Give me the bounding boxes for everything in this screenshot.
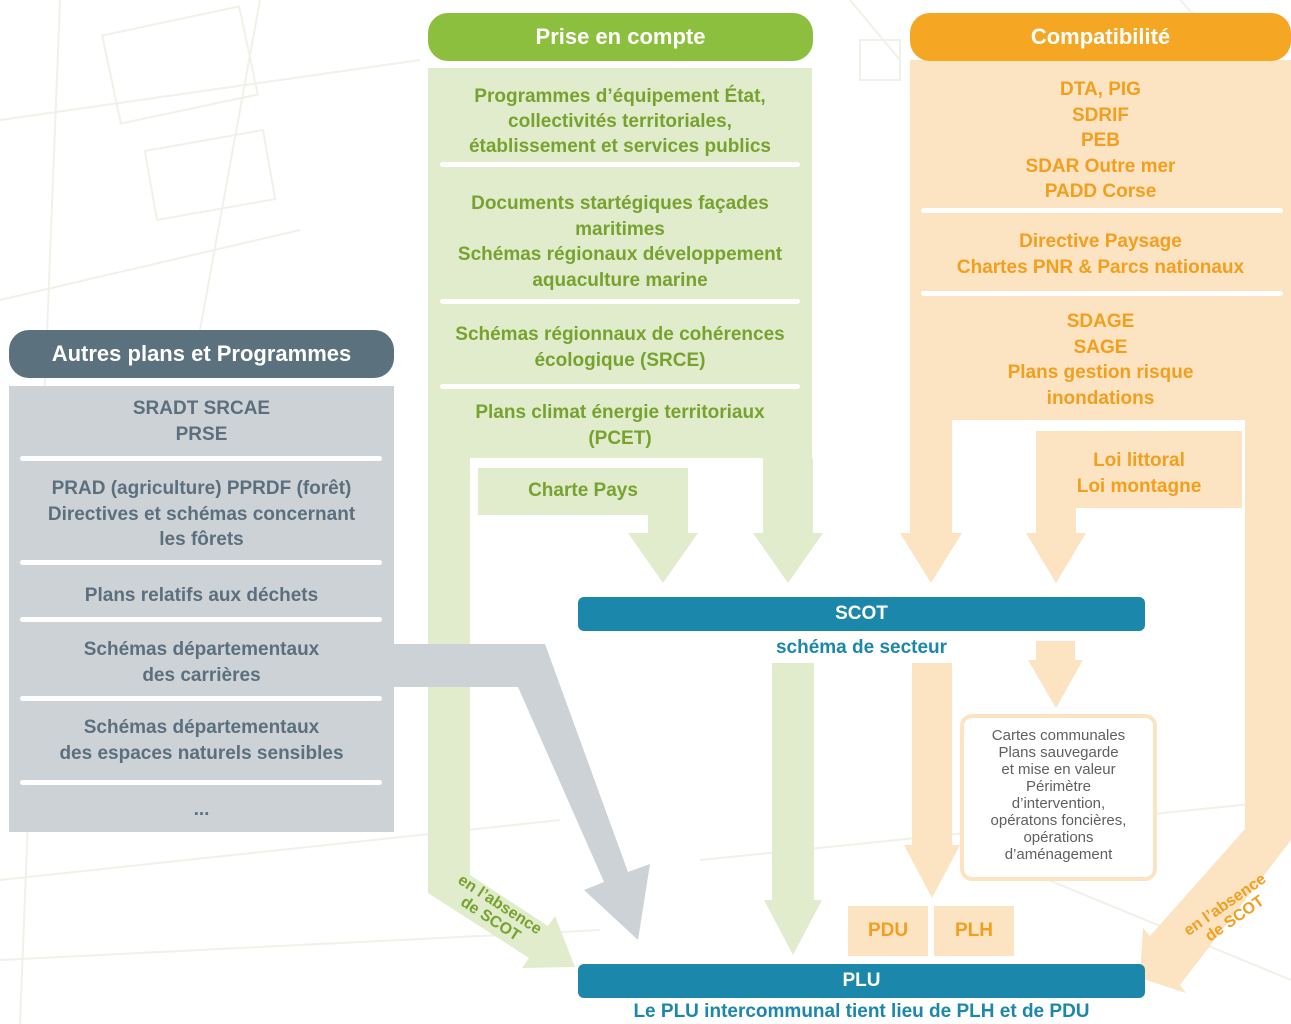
lois-littoral-montagne: Loi littoral Loi montagne [1076, 450, 1202, 497]
orange-column-shapes [848, 60, 1291, 993]
cartes-communales-box: Cartes communales Plans sauvegarde et mi… [990, 727, 1127, 863]
plu-bar [578, 964, 1145, 998]
slate-item-more: ... [193, 799, 210, 820]
slate-item-ens: Schémas départementaux des espaces natur… [59, 717, 344, 764]
compatibilite-header: Compatibilité [1030, 24, 1171, 49]
slate-separator [20, 617, 382, 622]
orange-item-sdage: SDAGE SAGE Plans gestion risque inondati… [1007, 311, 1194, 409]
orange-separator [921, 208, 1283, 213]
slate-separator [20, 696, 382, 701]
pdu-box: PDU [867, 920, 909, 941]
plu-label: PLU [842, 970, 881, 991]
slate-header-bg [9, 330, 394, 378]
slate-separator [20, 780, 382, 785]
orange-header-bg [910, 13, 1291, 61]
slate-item-prad: PRAD (agriculture) PPRDF (forêt) Directi… [47, 478, 356, 550]
green-column-shapes [428, 68, 823, 968]
slate-separator [20, 560, 382, 565]
plh-box: PLH [955, 920, 993, 941]
scot-bar [578, 597, 1145, 631]
slate-item-dechets: Plans relatifs aux déchets [84, 585, 319, 606]
orange-separator [921, 291, 1283, 296]
green-item-facades: Documents startégiques façades maritimes… [457, 193, 783, 291]
green-separator [440, 162, 800, 167]
charte-pays-label: Charte Pays [528, 480, 638, 501]
prise-en-compte-header: Prise en compte [535, 24, 706, 49]
green-item-equipement: Programmes d’équipement État, collectivi… [468, 86, 772, 157]
green-item-srce: Schémas régionnaux de cohérences écologi… [455, 324, 785, 371]
slate-item-carrieres: Schémas départementaux des carrières [83, 639, 320, 686]
green-separator [440, 384, 800, 389]
slate-separator [20, 456, 382, 461]
green-item-pcet: Plans climat énergie territoriaux (PCET) [475, 402, 765, 449]
scot-subtitle: schéma de secteur [775, 637, 948, 658]
orange-item-paysage: Directive Paysage Chartes PNR & Parcs na… [956, 231, 1245, 278]
slate-item-sradt: SRADT SRCAE PRSE [132, 398, 271, 445]
orange-item-dta: DTA, PIG SDRIF PEB SDAR Outre mer PADD C… [1025, 79, 1176, 202]
plu-subtitle: Le PLU intercommunal tient lieu de PLH e… [633, 1001, 1090, 1022]
green-separator [440, 299, 800, 304]
green-header-bg [428, 13, 813, 61]
scot-label: SCOT [835, 603, 888, 624]
autres-plans-header: Autres plans et Programmes [51, 341, 352, 366]
